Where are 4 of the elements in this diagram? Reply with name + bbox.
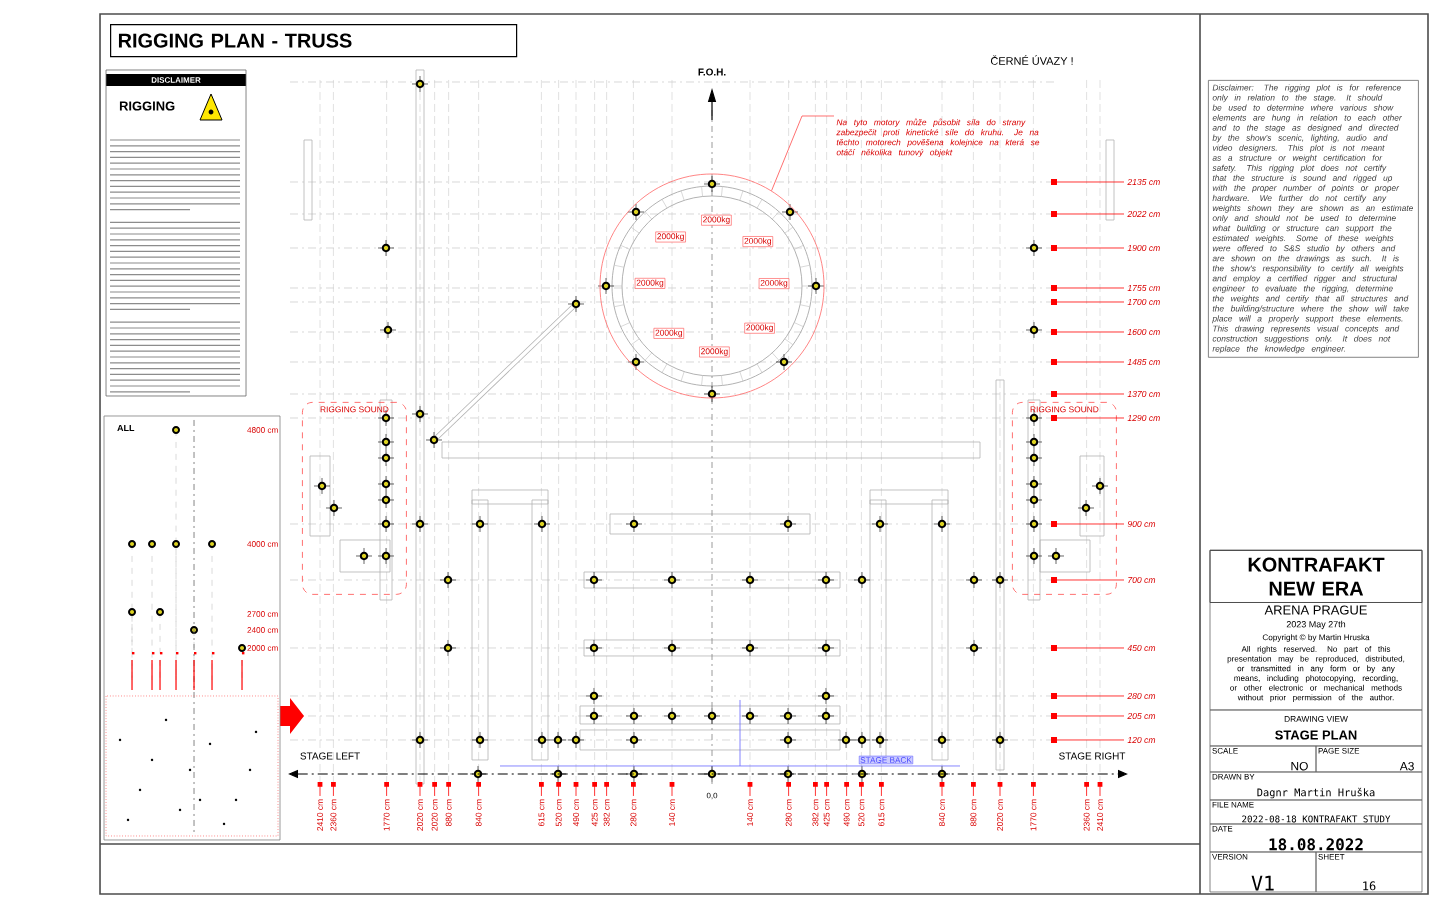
- project-title: KONTRAFAKT NEW ERA: [1209, 550, 1423, 603]
- circle-truss-outline: [599, 173, 825, 399]
- title-banner: RIGGING PLAN - TRUSS: [110, 24, 518, 58]
- leader-line: [771, 115, 835, 192]
